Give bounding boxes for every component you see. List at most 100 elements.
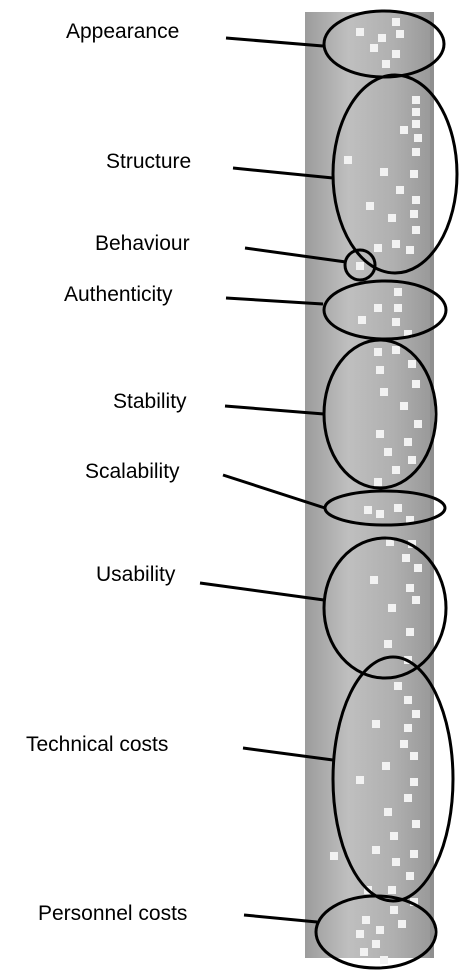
label-authenticity: Authenticity xyxy=(64,283,173,306)
sticky-note xyxy=(364,506,372,514)
sticky-note xyxy=(374,348,382,356)
sticky-note xyxy=(404,794,412,802)
leader-line-structure xyxy=(232,166,334,180)
cluster-outlines xyxy=(199,9,459,970)
sticky-note xyxy=(412,820,420,828)
sticky-note xyxy=(374,244,382,252)
label-technical-costs: Technical costs xyxy=(26,733,169,756)
ellipse-behaviour xyxy=(343,248,377,282)
sticky-note xyxy=(392,466,400,474)
sticky-note xyxy=(376,366,384,374)
sticky-note xyxy=(400,402,408,410)
ellipse-personnel-costs xyxy=(314,894,438,970)
leader-line-personnel-costs xyxy=(243,913,318,924)
sticky-note xyxy=(330,852,338,860)
sticky-note xyxy=(390,832,398,840)
sticky-note xyxy=(356,262,364,270)
sticky-note xyxy=(378,34,386,42)
sticky-note xyxy=(408,456,416,464)
sticky-note xyxy=(382,60,390,68)
sticky-note xyxy=(380,956,388,964)
leader-line-behaviour xyxy=(244,246,347,264)
label-stability: Stability xyxy=(113,390,187,413)
sticky-note xyxy=(392,18,400,26)
label-scalability: Scalability xyxy=(85,460,180,483)
leader-line-appearance xyxy=(225,36,324,48)
label-usability: Usability xyxy=(96,563,176,586)
sticky-note xyxy=(412,120,420,128)
sticky-notes xyxy=(330,18,422,964)
sticky-note xyxy=(372,846,380,854)
sticky-note xyxy=(412,710,420,718)
sticky-note xyxy=(410,752,418,760)
sticky-note xyxy=(372,940,380,948)
label-personnel-costs: Personnel costs xyxy=(38,902,188,925)
sticky-note xyxy=(382,762,390,770)
sticky-note xyxy=(406,516,414,524)
sticky-note xyxy=(404,438,412,446)
paper-strip-right-edge xyxy=(430,12,434,958)
sticky-note xyxy=(386,538,394,546)
sticky-note xyxy=(414,420,422,428)
leader-line-authenticity xyxy=(225,296,324,306)
sticky-note xyxy=(374,478,382,486)
sticky-note xyxy=(406,872,414,880)
sticky-note xyxy=(372,720,380,728)
sticky-note xyxy=(412,96,420,104)
leader-line-technical-costs xyxy=(242,746,334,762)
sticky-note xyxy=(412,148,420,156)
sticky-note xyxy=(394,682,402,690)
sticky-note xyxy=(394,304,402,312)
sticky-note xyxy=(394,288,402,296)
sticky-note xyxy=(374,304,382,312)
sticky-note xyxy=(388,886,396,894)
sticky-note xyxy=(392,240,400,248)
leader-line-scalability xyxy=(222,473,326,510)
sticky-note xyxy=(360,948,368,956)
sticky-note xyxy=(358,316,366,324)
label-behaviour: Behaviour xyxy=(95,232,190,255)
sticky-note xyxy=(390,906,398,914)
sticky-note xyxy=(414,564,422,572)
ellipse-structure xyxy=(331,73,459,275)
sticky-note xyxy=(394,504,402,512)
sticky-note xyxy=(410,850,418,858)
sticky-note xyxy=(400,740,408,748)
sticky-note xyxy=(396,30,404,38)
sticky-note xyxy=(410,898,418,906)
label-structure: Structure xyxy=(106,150,192,173)
sticky-note xyxy=(392,346,400,354)
sticky-note xyxy=(410,170,418,178)
sticky-note xyxy=(400,126,408,134)
label-appearance: Appearance xyxy=(66,20,180,43)
sticky-note xyxy=(406,246,414,254)
sticky-note xyxy=(406,584,414,592)
sticky-note xyxy=(356,930,364,938)
sticky-note xyxy=(362,916,370,924)
sticky-note xyxy=(376,510,384,518)
sticky-note xyxy=(384,808,392,816)
sticky-note xyxy=(344,156,352,164)
sticky-note xyxy=(384,448,392,456)
sticky-note xyxy=(392,858,400,866)
sticky-note xyxy=(404,330,412,338)
sticky-note xyxy=(398,920,406,928)
sticky-note xyxy=(376,926,384,934)
sticky-note xyxy=(356,776,364,784)
sticky-note xyxy=(402,554,410,562)
sticky-note xyxy=(384,640,392,648)
sticky-note xyxy=(412,226,420,234)
sticky-note xyxy=(376,430,384,438)
sticky-note xyxy=(366,202,374,210)
sticky-note xyxy=(392,50,400,58)
leader-line-usability xyxy=(199,581,325,602)
sticky-note xyxy=(370,576,378,584)
sticky-note xyxy=(380,168,388,176)
sticky-note xyxy=(388,214,396,222)
sticky-note xyxy=(404,724,412,732)
sticky-note xyxy=(414,134,422,142)
ellipse-technical-costs xyxy=(331,655,455,903)
leader-line-stability xyxy=(224,404,325,416)
sticky-note xyxy=(356,28,364,36)
